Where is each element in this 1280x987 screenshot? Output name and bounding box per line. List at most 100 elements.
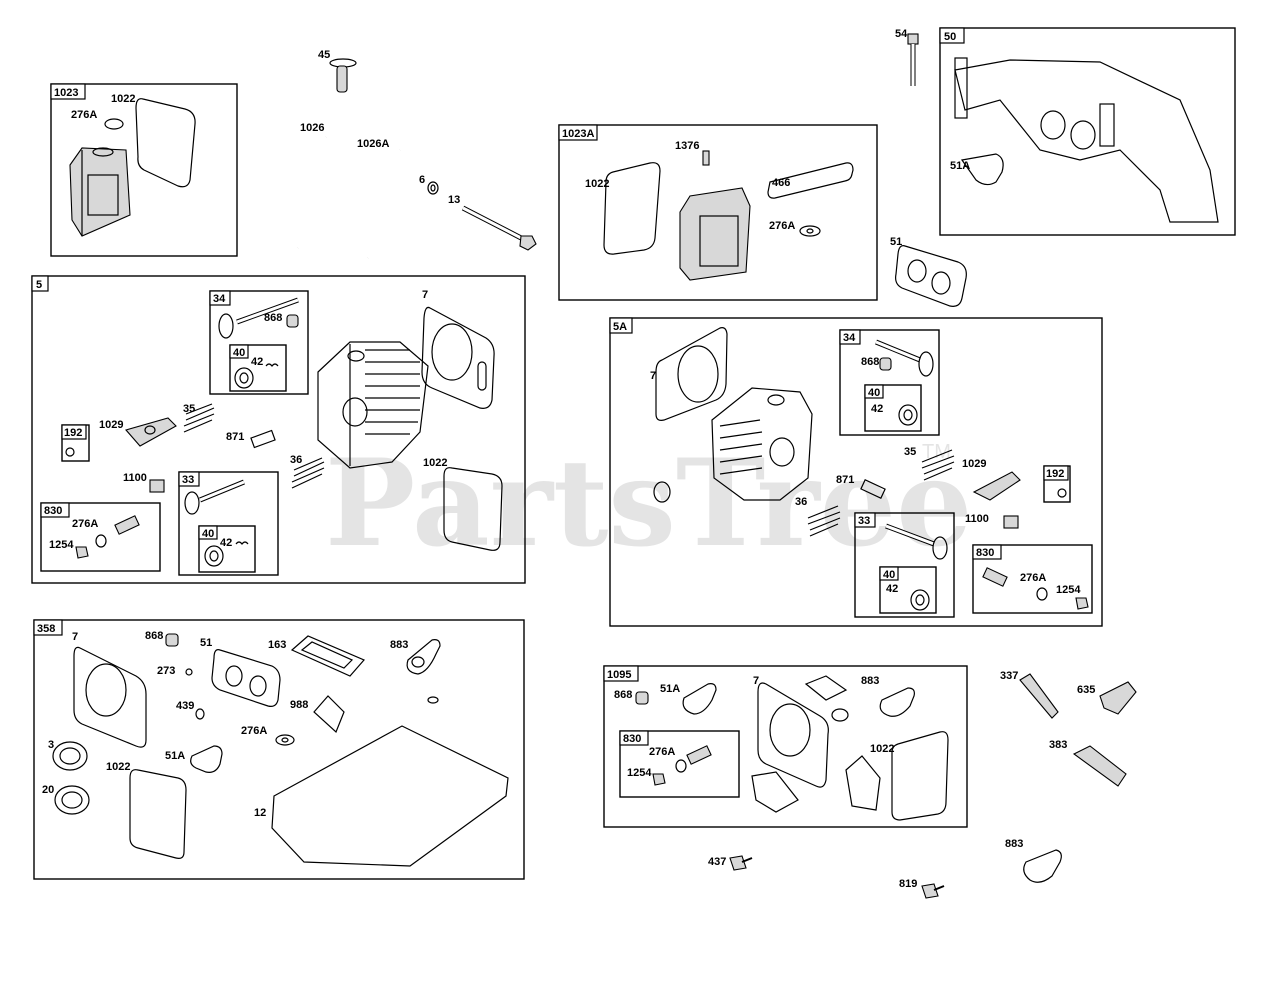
callout-5a-1254[interactable]: 1254: [1056, 584, 1081, 596]
group-40-left-a[interactable]: 40: [229, 344, 287, 392]
part-358-273: [185, 668, 193, 676]
group-33-left[interactable]: 33: [178, 471, 279, 576]
callout-5a-42a[interactable]: 42: [871, 403, 883, 415]
callout-5a-276a[interactable]: 276A: [1020, 572, 1046, 584]
group-1023a-label: 1023A: [562, 128, 594, 140]
callout-1023-1022[interactable]: 1022: [111, 93, 135, 105]
callout-45[interactable]: 45: [318, 49, 330, 61]
callout-358-276a[interactable]: 276A: [241, 725, 267, 737]
callout-5a-868[interactable]: 868: [861, 356, 879, 368]
callout-1026a[interactable]: 1026A: [357, 138, 389, 150]
callout-5-42a[interactable]: 42: [251, 356, 263, 368]
callout-5-1100[interactable]: 1100: [123, 472, 147, 484]
group-34-left[interactable]: 34: [209, 290, 309, 395]
group-192-left[interactable]: 192: [61, 424, 90, 462]
callout-5a-7[interactable]: 7: [650, 370, 656, 382]
group-33-right[interactable]: 33: [854, 512, 955, 618]
group-5[interactable]: 5: [31, 275, 526, 584]
callout-5a-1029[interactable]: 1029: [962, 458, 986, 470]
callout-6[interactable]: 6: [419, 174, 425, 186]
callout-5a-36[interactable]: 36: [795, 496, 807, 508]
callout-358-1022[interactable]: 1022: [106, 761, 130, 773]
group-830-left[interactable]: 830: [40, 502, 161, 572]
group-34-left-label: 34: [213, 293, 226, 305]
part-6-washer: [427, 181, 439, 195]
callout-1023a-276a[interactable]: 276A: [769, 220, 795, 232]
part-5-retainer-40b: [204, 541, 249, 567]
callout-819[interactable]: 819: [899, 878, 917, 890]
part-1095-head-gasket-7: [757, 682, 829, 788]
group-40-right-b[interactable]: 40: [879, 566, 937, 614]
callout-1095-51a[interactable]: 51A: [660, 683, 680, 695]
callout-1023-276a[interactable]: 276A: [71, 109, 97, 121]
callout-337[interactable]: 337: [1000, 670, 1018, 682]
callout-383[interactable]: 383: [1049, 739, 1067, 751]
callout-358-51[interactable]: 51: [200, 637, 212, 649]
callout-358-273[interactable]: 273: [157, 665, 175, 677]
group-1023a[interactable]: 1023A: [558, 124, 878, 301]
group-830-right[interactable]: 830: [972, 544, 1093, 614]
group-1095[interactable]: 1095: [603, 665, 968, 828]
group-1023-label: 1023: [54, 87, 78, 99]
callout-1095-1254[interactable]: 1254: [627, 767, 652, 779]
callout-358-12[interactable]: 12: [254, 807, 266, 819]
group-50[interactable]: 50: [939, 27, 1236, 236]
callout-358-439[interactable]: 439: [176, 700, 194, 712]
callout-1095-883[interactable]: 883: [861, 675, 879, 687]
callout-5-7[interactable]: 7: [422, 289, 428, 301]
callout-54[interactable]: 54: [895, 28, 908, 40]
callout-5-1022[interactable]: 1022: [423, 457, 447, 469]
part-635-boot: [1099, 681, 1137, 715]
callout-5a-871[interactable]: 871: [836, 474, 854, 486]
group-1023[interactable]: 1023: [50, 83, 238, 257]
callout-883[interactable]: 883: [1005, 838, 1023, 850]
part-5-guide-871: [250, 429, 276, 449]
group-40-right-a[interactable]: 40: [864, 384, 922, 432]
callout-50-51a[interactable]: 51A: [950, 160, 970, 172]
part-5a-head-gasket-7: [655, 327, 728, 421]
callout-5-276a[interactable]: 276A: [72, 518, 98, 530]
group-40-left-b[interactable]: 40: [198, 525, 256, 573]
callout-5-1029[interactable]: 1029: [99, 419, 123, 431]
callout-5-868[interactable]: 868: [264, 312, 282, 324]
callout-1095-1022[interactable]: 1022: [870, 743, 894, 755]
callout-5a-42b[interactable]: 42: [886, 583, 898, 595]
callout-1026[interactable]: 1026: [300, 122, 324, 134]
callout-358-7[interactable]: 7: [72, 631, 78, 643]
callout-358-163[interactable]: 163: [268, 639, 286, 651]
callout-1095-276a[interactable]: 276A: [649, 746, 675, 758]
part-5a-retainer-40a: [898, 404, 918, 426]
part-5-retainer-40a: [234, 363, 279, 389]
callout-5-871[interactable]: 871: [226, 431, 244, 443]
callout-358-988[interactable]: 988: [290, 699, 308, 711]
callout-358-20[interactable]: 20: [42, 784, 54, 796]
callout-358-51a[interactable]: 51A: [165, 750, 185, 762]
callout-1095-7[interactable]: 7: [753, 675, 759, 687]
part-5a-valve-33: [885, 523, 948, 560]
group-34-right[interactable]: 34: [839, 329, 940, 436]
callout-51[interactable]: 51: [890, 236, 902, 248]
group-192-left-label: 192: [64, 427, 82, 439]
callout-635[interactable]: 635: [1077, 684, 1095, 696]
callout-5-1254[interactable]: 1254: [49, 539, 74, 551]
callout-1095-868[interactable]: 868: [614, 689, 632, 701]
part-358-gasket-1022: [129, 769, 187, 859]
part-5a-part-192: [1057, 488, 1067, 498]
callout-13[interactable]: 13: [448, 194, 460, 206]
callout-1376[interactable]: 1376: [675, 140, 699, 152]
callout-358-3[interactable]: 3: [48, 739, 54, 751]
group-830-1095[interactable]: 830: [619, 730, 740, 798]
callout-5-42b[interactable]: 42: [220, 537, 232, 549]
group-5a[interactable]: 5A: [609, 317, 1103, 627]
callout-437[interactable]: 437: [708, 856, 726, 868]
callout-5a-35[interactable]: 35: [904, 446, 916, 458]
callout-358-883[interactable]: 883: [390, 639, 408, 651]
callout-358-868[interactable]: 868: [145, 630, 163, 642]
part-437-bolt: [729, 855, 753, 871]
callout-1023a-1022[interactable]: 1022: [585, 178, 609, 190]
callout-5a-1100[interactable]: 1100: [965, 513, 989, 525]
group-358[interactable]: 358: [33, 619, 525, 880]
part-5-spring-36: [291, 457, 325, 489]
callout-5-36[interactable]: 36: [290, 454, 302, 466]
group-192-right[interactable]: 192: [1043, 465, 1071, 503]
